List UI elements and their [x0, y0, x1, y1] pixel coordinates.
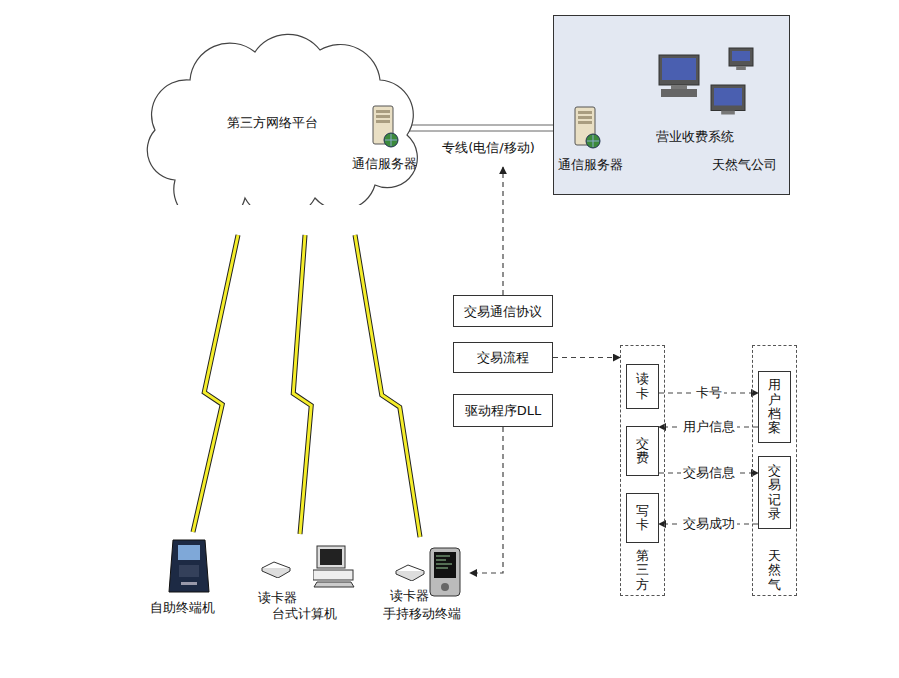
- node-label: 交易记录: [768, 464, 781, 521]
- connector: [398, 125, 569, 131]
- device-icon: [569, 105, 603, 154]
- node-label: 天然气公司: [712, 157, 777, 172]
- device-icon: [313, 544, 355, 591]
- edge-label: 交易信息: [681, 465, 737, 480]
- handheld-device: 读卡器手持移动终端: [382, 543, 470, 623]
- server-node: 通信服务器: [348, 104, 420, 174]
- node-label: 第三方: [636, 549, 649, 592]
- party-lane: 第三方读卡交费写卡: [620, 345, 665, 596]
- device-icon: [260, 560, 292, 581]
- node-label: 台式计算机: [272, 606, 337, 621]
- node-label: 手持移动终端: [383, 606, 461, 621]
- node-label: 读卡器: [258, 590, 297, 605]
- edge-label: 交易成功: [681, 516, 737, 531]
- node-label: 自助终端机: [150, 600, 215, 615]
- node-label: 通信服务器: [558, 157, 623, 172]
- node-label: 驱动程序DLL: [465, 403, 542, 418]
- record-box: 用户档案: [758, 371, 791, 443]
- edge-label: 用户信息: [681, 419, 737, 434]
- step-box: 读卡: [626, 364, 659, 409]
- party-lane: 天然气 用户档案交易记录: [752, 345, 797, 596]
- process-box: 交易通信协议: [453, 295, 553, 327]
- edge-label: 卡号: [694, 385, 724, 400]
- edge-label: 专线(电信/移动): [440, 140, 537, 155]
- company-panel: 天然气公司 营业收费系统通信服务器: [553, 15, 790, 195]
- step-box: 交费: [626, 426, 659, 476]
- kiosk-device: 自助终端机: [145, 538, 230, 618]
- node-label: 交易通信协议: [464, 304, 542, 319]
- node-label: 交费: [636, 437, 649, 466]
- connector: [355, 235, 420, 537]
- node-label: 天然气: [768, 549, 781, 592]
- device-icon: [651, 43, 776, 126]
- node-label: 营业收费系统: [656, 129, 734, 144]
- connector: [470, 427, 503, 573]
- node-label: 写卡: [636, 504, 649, 533]
- protocol-pointer: [502, 167, 503, 295]
- node-label: 交易流程: [477, 350, 529, 365]
- device-icon: [167, 538, 211, 597]
- device-icon: [394, 563, 426, 584]
- connector: [553, 357, 620, 358]
- cloud-platform: 第三方网络平台通信服务器: [135, 30, 420, 205]
- node-label: 用户档案: [768, 378, 781, 435]
- device-icon: [367, 104, 401, 153]
- process-box: 驱动程序DLL: [453, 394, 553, 427]
- node-label: 读卡: [636, 372, 649, 401]
- billing-system: 营业收费系统: [649, 43, 779, 146]
- connector: [293, 235, 311, 534]
- node-label: 第三方网络平台: [227, 115, 318, 130]
- server-node: 通信服务器: [557, 105, 627, 175]
- desktop-device: 读卡器台式计算机: [255, 540, 355, 622]
- device-icon: [428, 547, 462, 600]
- node-label: 通信服务器: [352, 156, 417, 171]
- record-box: 交易记录: [758, 456, 791, 529]
- step-box: 写卡: [626, 493, 659, 543]
- connector: [193, 235, 238, 532]
- node-label: 读卡器: [390, 588, 429, 603]
- process-box: 交易流程: [453, 342, 553, 373]
